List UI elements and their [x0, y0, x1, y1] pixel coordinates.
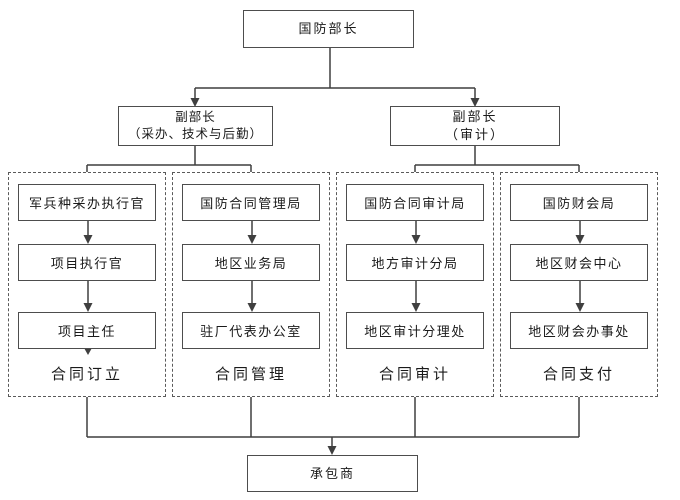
arrowhead-contractor — [327, 446, 337, 455]
column-contract-audit: 国防合同审计局 地方审计分局 地区审计分理处 合同审计 — [336, 172, 494, 397]
arrowhead-deputy-right — [470, 98, 480, 107]
node-label: 承包商 — [309, 465, 355, 481]
node-label: 国防部长 — [298, 21, 359, 37]
stage-label-contract-audit: 合同审计 — [378, 367, 451, 383]
node-label: 地区财会中心 — [535, 256, 623, 271]
node-label: 军兵种采办执行官 — [28, 196, 145, 211]
stage-label-contract-payment: 合同支付 — [542, 367, 615, 383]
node-regional-finance-center: 地区财会中心 — [510, 244, 648, 281]
node-district-audit-suboffice: 地区审计分理处 — [346, 312, 484, 349]
node-district-finance-office: 地区财会办事处 — [510, 312, 648, 349]
node-district-operations-office: 地区业务局 — [182, 244, 320, 281]
arrowhead-box3 — [575, 303, 585, 312]
column-inner-arrows — [575, 221, 585, 312]
node-regional-audit-branch: 地方审计分局 — [346, 244, 484, 281]
node-label: 地区业务局 — [214, 256, 288, 271]
node-label: 地方审计分局 — [371, 256, 459, 271]
stage-label-contract-formation: 合同订立 — [50, 367, 123, 383]
arrowhead-box2 — [83, 235, 93, 244]
arrowhead-box2 — [247, 235, 257, 244]
node-defense-contract-audit-agency: 国防合同审计局 — [346, 184, 484, 221]
arrowhead-box3 — [247, 303, 257, 312]
node-label: 地区财会办事处 — [528, 324, 630, 339]
node-label: 国防合同管理局 — [200, 196, 302, 211]
stage-label-contract-management: 合同管理 — [214, 367, 287, 383]
arrowhead-under-box3 — [83, 347, 93, 355]
node-label: 项目执行官 — [50, 256, 124, 271]
node-label: 国防财会局 — [542, 196, 616, 211]
column-inner-arrows — [247, 221, 257, 312]
column-inner-arrows — [83, 221, 93, 355]
arrowhead-box3 — [83, 303, 93, 312]
column-contract-formation: 军兵种采办执行官 项目执行官 项目主任 合同订立 — [8, 172, 166, 397]
node-sublabel: （审计） — [444, 127, 505, 142]
arrowhead-box3 — [411, 303, 421, 312]
node-program-executive-officer: 项目执行官 — [18, 244, 156, 281]
node-label: 副部长 — [175, 110, 216, 125]
node-label: 项目主任 — [57, 324, 116, 339]
column-inner-arrows — [411, 221, 421, 312]
node-defense-minister: 国防部长 — [243, 10, 414, 48]
node-label: 副部长 — [452, 109, 498, 125]
node-deputy-acquisition: 副部长 （采办、技术与后勤） — [118, 106, 273, 146]
column-contract-payment: 国防财会局 地区财会中心 地区财会办事处 合同支付 — [500, 172, 658, 397]
node-plant-representative-office: 驻厂代表办公室 — [182, 312, 320, 349]
node-label: 驻厂代表办公室 — [200, 324, 302, 339]
node-sublabel: （采办、技术与后勤） — [127, 127, 263, 141]
node-defense-contract-management-agency: 国防合同管理局 — [182, 184, 320, 221]
node-contractor: 承包商 — [247, 455, 418, 492]
node-label: 地区审计分理处 — [364, 324, 466, 339]
arrowhead-box2 — [575, 235, 585, 244]
arrowhead-deputy-left — [190, 98, 200, 107]
node-label: 国防合同审计局 — [364, 196, 466, 211]
column-contract-management: 国防合同管理局 地区业务局 驻厂代表办公室 合同管理 — [172, 172, 330, 397]
node-deputy-audit: 副部长 （审计） — [390, 106, 560, 146]
node-defense-finance-accounting-agency: 国防财会局 — [510, 184, 648, 221]
node-service-acquisition-executive: 军兵种采办执行官 — [18, 184, 156, 221]
arrowhead-box2 — [411, 235, 421, 244]
node-program-director: 项目主任 — [18, 312, 156, 349]
